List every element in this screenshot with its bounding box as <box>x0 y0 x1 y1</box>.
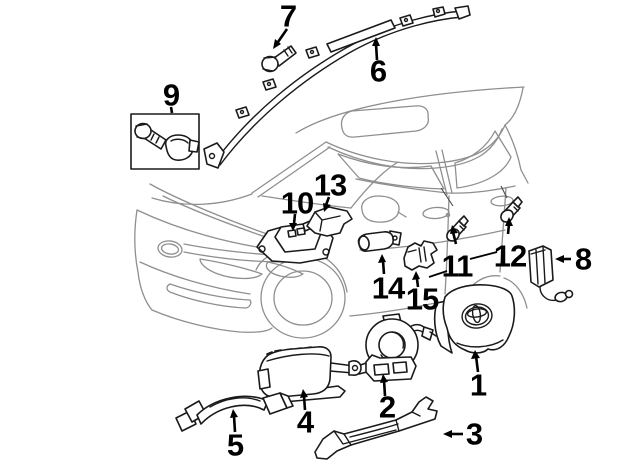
callout-8-side-airbag: 8 <box>574 241 592 277</box>
callout-14-side-sensor: 14 <box>371 270 405 306</box>
callout-7-front-sensor: 7 <box>279 0 297 34</box>
callout-11-front-door-sensor: 11 <box>441 248 474 284</box>
callout-12-rear-door-sensor: 12 <box>493 238 527 274</box>
part-clock-spring <box>357 313 437 382</box>
part-front-impact-sensor <box>261 45 297 73</box>
part-driver-airbag <box>433 284 516 354</box>
callout-arrows <box>169 28 571 438</box>
toyota-logo-icon <box>461 303 493 329</box>
callout-6-curtain-airbag: 6 <box>369 53 387 89</box>
part-passenger-airbag <box>257 346 362 404</box>
part-floor-bracket <box>314 396 438 460</box>
callout-1-driver-airbag: 1 <box>469 367 487 403</box>
callout-3-floor-bracket: 3 <box>465 416 483 452</box>
callout-9-sensor-kit: 9 <box>162 77 180 113</box>
callout-15-sensor-bracket: 15 <box>405 281 439 317</box>
part-side-impact-sensor <box>357 230 402 252</box>
part-curtain-airbag <box>203 5 471 169</box>
leader-lines <box>440 185 508 207</box>
callout-5-wire-harness: 5 <box>226 427 244 463</box>
callout-10-control-module: 10 <box>280 185 314 221</box>
callout-4-passenger-airbag: 4 <box>296 404 314 440</box>
part-seat-side-airbag <box>528 245 574 303</box>
part-rear-door-sensor <box>500 196 523 223</box>
part-wire-harness <box>175 392 294 432</box>
part-module-bracket <box>302 206 353 237</box>
callout-2-clock-spring: 2 <box>378 389 396 425</box>
callout-13-module-bracket: 13 <box>313 167 347 203</box>
part-sensor-kit-box <box>130 113 200 170</box>
part-sensor-bracket <box>403 240 438 271</box>
